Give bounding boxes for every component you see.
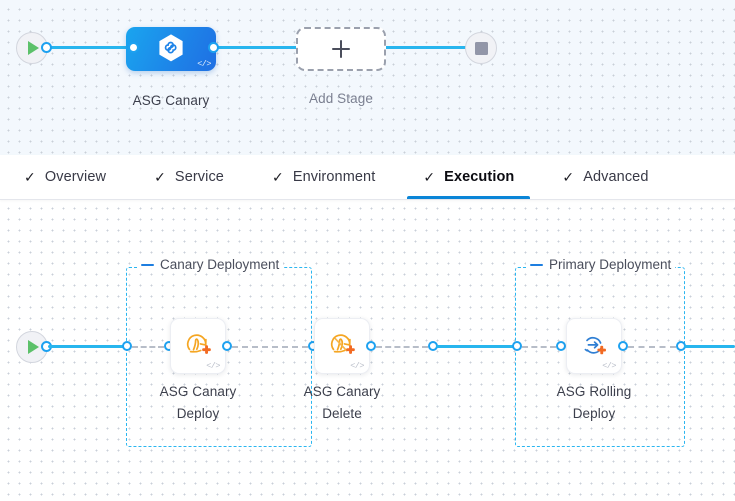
tab-environment[interactable]: ✓ Environment	[248, 155, 399, 199]
stage-wire-add-to-end	[382, 46, 478, 49]
step-label-line1: ASG Canary	[303, 384, 381, 399]
steps-wire-start-to-canary-group	[48, 345, 128, 348]
add-stage-button[interactable]	[296, 27, 386, 71]
step-group-primary-deployment-label: Primary Deployment	[549, 257, 672, 272]
stop-icon	[474, 41, 488, 55]
tab-environment-label: Environment	[292, 169, 376, 185]
asg-rolling-deploy-input-port[interactable]	[556, 341, 566, 351]
stage-node-input-port[interactable]	[128, 42, 139, 53]
stage-node-output-port[interactable]	[208, 42, 219, 53]
stage-code-badge: </>	[197, 59, 211, 69]
collapse-dash-icon[interactable]	[141, 263, 154, 266]
execution-steps-canvas[interactable]: Canary Deployment </>	[0, 199, 735, 501]
tab-service-label: Service	[174, 169, 224, 185]
canary-wire-in-dash	[132, 346, 164, 348]
step-label-line1: ASG Canary	[159, 384, 237, 399]
stage-node-label: ASG Canary	[132, 93, 210, 108]
add-stage-label: Add Stage	[309, 91, 373, 106]
asg-rolling-deploy-code-badge: </>	[602, 361, 616, 371]
asg-hexagon-infinity-icon	[159, 34, 183, 62]
collapse-dash-icon[interactable]	[530, 263, 543, 266]
check-icon: ✓	[154, 169, 166, 185]
canary-deploy-output-port[interactable]	[222, 341, 232, 351]
stage-wire-start-to-stage	[42, 46, 134, 49]
play-icon	[28, 340, 39, 354]
tab-execution-label: Execution	[444, 169, 515, 185]
step-card-asg-canary-delete[interactable]: </>	[314, 318, 370, 374]
check-icon: ✓	[562, 169, 575, 185]
step-group-canary-deployment[interactable]: Canary Deployment	[126, 257, 312, 447]
step-group-canary-deployment-header[interactable]: Canary Deployment	[137, 257, 284, 272]
canary-delete-output-port[interactable]	[366, 341, 376, 351]
step-label-asg-canary-deploy: ASG Canary Deploy	[133, 381, 263, 425]
stage-wire-stage-to-add	[212, 46, 304, 49]
canary-wire-out-dash	[376, 346, 428, 348]
check-icon: ✓	[271, 169, 284, 185]
asg-canary-delete-code-badge: </>	[350, 361, 364, 371]
stage-graph-canvas[interactable]: </> ASG Canary Add Stage	[0, 0, 735, 155]
primary-group-input-port[interactable]	[512, 341, 522, 351]
canary-wire-deploy-to-delete	[232, 346, 308, 348]
step-label-asg-canary-delete: ASG Canary Delete	[277, 381, 407, 425]
tab-execution[interactable]: ✓ Execution	[399, 155, 538, 199]
asg-canary-delete-icon	[330, 334, 355, 354]
check-icon: ✓	[423, 169, 436, 185]
tab-advanced[interactable]: ✓ Advanced	[538, 155, 672, 199]
step-group-canary-deployment-label: Canary Deployment	[160, 257, 280, 272]
asg-rolling-deploy-icon	[584, 336, 606, 355]
tab-advanced-label: Advanced	[583, 169, 649, 185]
tab-overview-label: Overview	[44, 169, 107, 185]
asg-rolling-deploy-output-port[interactable]	[618, 341, 628, 351]
step-label-line2: Delete	[322, 406, 362, 421]
play-icon	[28, 41, 39, 55]
steps-wire-primary-to-next	[684, 345, 735, 348]
asg-canary-deploy-icon	[186, 334, 211, 354]
tab-service[interactable]: ✓ Service	[130, 155, 248, 199]
primary-wire-out-dash	[628, 346, 676, 348]
stage-config-tabs[interactable]: ✓ Overview ✓ Service ✓ Environment ✓ Exe…	[0, 155, 735, 200]
step-group-primary-deployment-header[interactable]: Primary Deployment	[526, 257, 676, 272]
step-label-line2: Deploy	[572, 406, 616, 421]
asg-canary-deploy-code-badge: </>	[206, 361, 220, 371]
step-label-line2: Deploy	[176, 406, 220, 421]
step-label-line1: ASG Rolling	[556, 384, 632, 399]
check-icon: ✓	[24, 169, 36, 185]
steps-wire-canary-to-primary-group	[436, 345, 518, 348]
step-group-primary-deployment[interactable]: Primary Deployment	[515, 257, 685, 447]
primary-wire-in-dash	[522, 346, 556, 348]
stage-node-asg-canary[interactable]: </>	[126, 27, 216, 71]
stage-start-port[interactable]	[41, 42, 52, 53]
tab-overview[interactable]: ✓ Overview	[0, 155, 130, 199]
plus-icon	[331, 39, 351, 59]
step-card-asg-rolling-deploy[interactable]: </>	[566, 318, 622, 374]
canary-group-input-port[interactable]	[122, 341, 132, 351]
step-card-asg-canary-deploy[interactable]: </>	[170, 318, 226, 374]
stage-end-node[interactable]	[465, 32, 497, 64]
step-label-asg-rolling-deploy: ASG Rolling Deploy	[529, 381, 659, 425]
